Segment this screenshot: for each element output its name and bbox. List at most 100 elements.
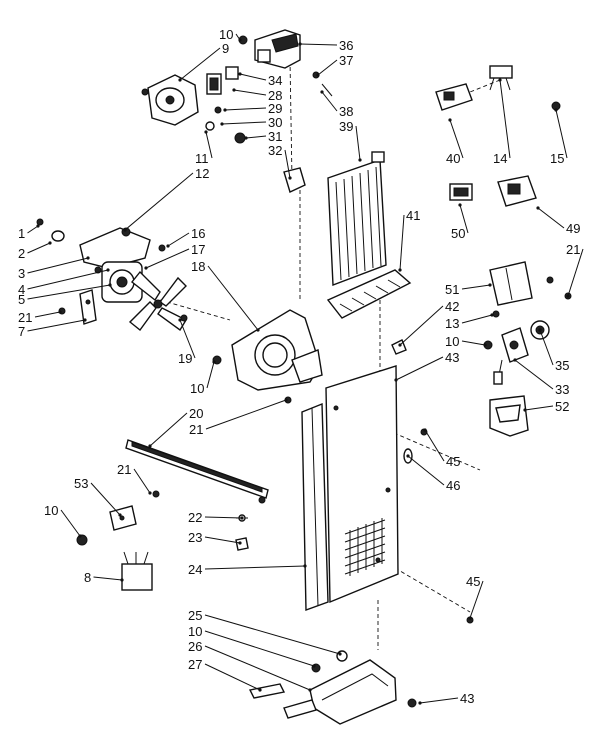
leader-tip-c36: [298, 42, 302, 46]
callout-c19: 19: [178, 351, 192, 366]
leader-tip-c10d: [78, 534, 82, 538]
leader-c21b: [34, 311, 61, 318]
part-49-control-box: [497, 175, 537, 207]
leader-c10e: [204, 630, 315, 667]
leader-tip-c38: [320, 90, 324, 94]
leader-tip-c10c: [212, 360, 216, 364]
leader-c18: [207, 265, 259, 331]
callout-c21b: 21: [18, 310, 32, 325]
part-41-drain-tray: [326, 269, 412, 319]
callout-c10e: 10: [188, 624, 202, 639]
callout-c10a: 10: [219, 27, 233, 42]
leader-tip-c19: [178, 318, 182, 322]
part-21-screw-right-a: [546, 276, 554, 284]
leader-tip-c43a: [394, 378, 398, 382]
leader-tip-c51: [488, 283, 492, 287]
callout-c35: 35: [555, 358, 569, 373]
part-42-clip: [391, 339, 407, 355]
part-38-wire: [321, 83, 333, 97]
part-21-screw-lower: [152, 490, 160, 498]
part-21-screw-strip: [258, 496, 266, 504]
leader-c10c: [206, 361, 215, 389]
leader-c19: [179, 319, 196, 359]
leader-tip-c37: [316, 73, 320, 77]
leader-tip-c41: [398, 268, 402, 272]
leader-tip-c45a: [423, 428, 427, 432]
callout-c49: 49: [566, 221, 580, 236]
leader-tip-c4: [106, 268, 110, 272]
callout-c8: 8: [84, 570, 91, 585]
leader-tip-c14: [498, 78, 502, 82]
leader-c43a: [395, 356, 444, 381]
callout-leader-lines: [27, 33, 584, 705]
leader-c16: [167, 232, 190, 247]
leader-tip-c25: [338, 652, 342, 656]
leader-tip-c29: [223, 108, 227, 112]
part-20-heater-strip: [125, 439, 269, 499]
leader-c14: [499, 79, 511, 159]
leader-tip-c50: [458, 203, 462, 207]
leader-c20: [149, 412, 188, 447]
leader-c28: [233, 89, 267, 96]
leader-c26: [204, 645, 311, 691]
leader-tip-c17: [144, 266, 148, 270]
leader-c7: [27, 319, 86, 332]
leader-c32: [284, 149, 291, 179]
leader-tip-c20: [148, 444, 152, 448]
leader-c31: [245, 135, 267, 139]
callout-c25: 25: [188, 608, 202, 623]
leader-c29: [224, 107, 267, 111]
leader-tip-c49: [536, 206, 540, 210]
leader-c39: [355, 125, 361, 161]
leader-c12: [124, 172, 194, 231]
leader-tip-c13: [490, 313, 494, 317]
leader-tip-c30: [220, 122, 224, 126]
part-36-damper-housing: [254, 29, 301, 69]
callout-c21a: 21: [566, 242, 580, 257]
callout-c9: 9: [222, 41, 229, 56]
leader-tip-c27: [258, 688, 262, 692]
callout-c18: 18: [191, 259, 205, 274]
leader-c24: [204, 565, 306, 570]
callout-c53: 53: [74, 476, 88, 491]
callout-c31: 31: [268, 129, 282, 144]
part-18-fan-shroud: [231, 309, 323, 391]
leader-c37: [317, 59, 338, 76]
callout-c27: 27: [188, 657, 202, 672]
leader-tip-c15: [554, 108, 558, 112]
leader-c45b: [469, 580, 484, 619]
leader-tip-c16: [166, 244, 170, 248]
leader-tip-c3: [86, 256, 90, 260]
callout-c16: 16: [191, 226, 205, 241]
leader-tip-c10e: [312, 664, 316, 668]
leader-tip-c39: [358, 158, 362, 162]
callout-c39: 39: [339, 119, 353, 134]
callout-c28: 28: [268, 88, 282, 103]
callout-c17: 17: [191, 242, 205, 257]
part-23-clip: [235, 537, 249, 551]
leader-c21d: [133, 468, 151, 494]
leader-c17: [145, 248, 190, 269]
callout-c45b: 45: [466, 574, 480, 589]
callout-c38: 38: [339, 104, 353, 119]
part-40-detail: [443, 91, 455, 101]
leader-tip-c10b: [483, 343, 487, 347]
leader-tip-c42: [398, 343, 402, 347]
leader-c10d: [60, 509, 81, 537]
leader-tip-c12: [123, 228, 127, 232]
callout-c36: 36: [339, 38, 353, 53]
leader-c9: [179, 47, 221, 81]
callout-c20: 20: [189, 406, 203, 421]
callout-c7: 7: [18, 324, 25, 339]
leader-c25: [204, 614, 341, 655]
leader-tip-c46: [406, 454, 410, 458]
leader-c45a: [424, 429, 445, 462]
part-50-label-face: [453, 187, 469, 197]
part-14-thermostat: [489, 65, 513, 91]
leader-c8: [93, 576, 123, 581]
part-43-rear-panel: [325, 365, 399, 604]
callout-c40: 40: [446, 151, 460, 166]
leader-tip-c31: [244, 136, 248, 140]
callout-c43a: 43: [445, 350, 459, 365]
